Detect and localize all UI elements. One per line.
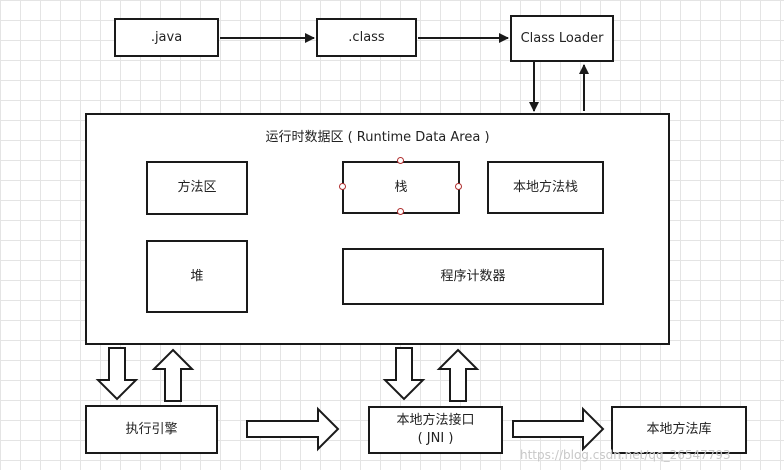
native-method-stack-label: 本地方法栈 [512,179,578,195]
block-arrow-down-jni [382,347,426,401]
native-interface-label: 本地方法接口 [396,413,475,429]
java-source-node: .java [114,18,219,57]
heap-label: 堆 [190,268,204,284]
stack-handle-top[interactable] [397,157,404,164]
class-loader-label: Class Loader [520,30,604,46]
stack-handle-right[interactable] [455,183,462,190]
stack-handle-left[interactable] [339,183,346,190]
runtime-data-area-title: 运行时数据区 ( Runtime Data Area ) [265,130,490,145]
method-area-node: 方法区 [146,161,248,215]
block-arrow-up-jni [436,348,480,402]
program-counter-label: 程序计数器 [440,268,506,284]
stack-label: 栈 [394,179,408,195]
class-file-node: .class [316,18,417,57]
native-method-stack-node: 本地方法栈 [487,161,604,214]
program-counter-node: 程序计数器 [342,248,604,305]
native-library-node: 本地方法库 [611,406,747,454]
native-library-label: 本地方法库 [646,422,712,438]
stack-handle-bottom[interactable] [397,208,404,215]
method-area-label: 方法区 [177,180,217,196]
class-loader-node: Class Loader [510,15,614,62]
native-interface-jni-label: ( JNI ) [417,431,454,446]
block-arrow-up-left [151,348,195,402]
execution-engine-node: 执行引擎 [85,405,218,454]
block-arrow-down-left [95,347,139,401]
block-arrow-jni-to-library [512,406,605,452]
native-interface-node: 本地方法接口 ( JNI ) [368,406,503,454]
execution-engine-label: 执行引擎 [125,421,178,437]
class-file-label: .class [348,29,385,45]
watermark: https://blog.csdn.net/qq_26547793 [520,448,731,462]
java-source-label: .java [150,29,183,45]
block-arrow-engine-to-jni [246,406,340,452]
stack-node: 栈 [342,161,460,214]
heap-node: 堆 [146,240,248,313]
